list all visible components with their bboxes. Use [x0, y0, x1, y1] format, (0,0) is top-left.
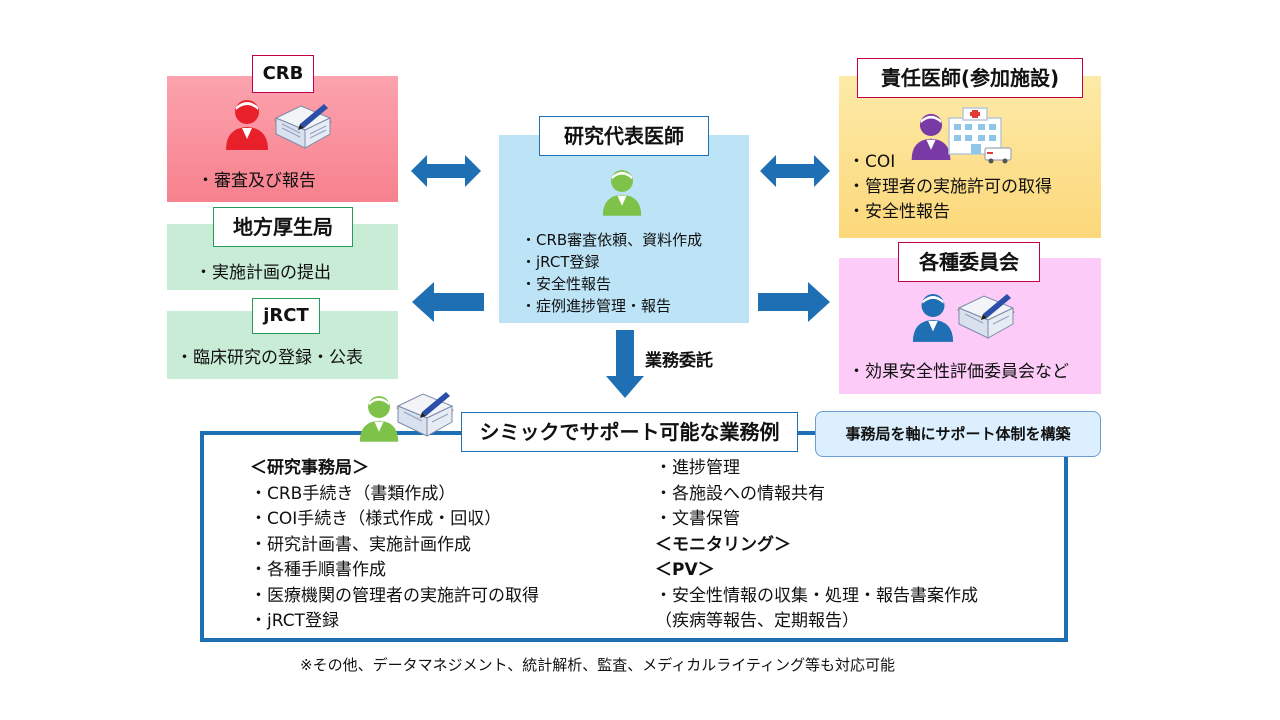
kosei-title: 地方厚生局: [213, 207, 353, 247]
arrow-right-icon: [758, 282, 830, 322]
site-item: ・COI: [848, 152, 896, 172]
green-person-icon: [358, 393, 400, 443]
kosei-list: ・実施計画の提出: [195, 258, 331, 283]
support-right-list: ・進捗管理・各施設への情報共有・文書保管 ＜モニタリング＞ ＜PV＞ ・安全性情報の収…: [655, 456, 978, 635]
crb-item: ・審査及び報告: [197, 171, 316, 191]
site-list: ・COI ・管理者の実施許可の取得 ・安全性報告: [848, 150, 1052, 225]
pi-item: ・jRCT登録: [521, 253, 600, 271]
site-panel: [839, 76, 1101, 238]
red-person-icon: [224, 98, 270, 150]
pi-item: ・CRB審査依頼、資料作成: [521, 231, 703, 249]
delegation-label: 業務委託: [645, 351, 713, 371]
support-item: ・文書保管: [655, 509, 740, 529]
purple-person-icon: [909, 112, 953, 160]
support-item: ・医療機関の管理者の実施許可の取得: [250, 585, 539, 606]
support-item: ・COI手続き（様式作成・回収）: [250, 509, 502, 529]
support-section-heading: ＜モニタリング＞: [655, 534, 791, 555]
kosei-item: ・実施計画の提出: [195, 263, 331, 283]
blue-person-icon: [911, 292, 955, 342]
site-item: ・管理者の実施許可の取得: [848, 177, 1052, 197]
support-item: ・jRCT登録: [250, 611, 339, 631]
arrow-down-icon: [606, 330, 644, 398]
jrct-item: ・臨床研究の登録・公表: [176, 348, 363, 368]
pi-title: 研究代表医師: [539, 116, 709, 156]
jrct-title: jRCT: [252, 298, 320, 334]
support-section-heading: ＜PV＞: [655, 560, 715, 580]
support-section-heading: ＜研究事務局＞: [250, 458, 369, 478]
support-item: ・CRB手続き（書類作成）: [250, 483, 456, 504]
support-frame: [200, 431, 1068, 642]
crb-list: ・審査及び報告: [197, 166, 316, 191]
support-item: ・進捗管理: [655, 458, 740, 478]
support-badge: 事務局を軸にサポート体制を構築: [815, 411, 1101, 457]
support-item: ・安全性情報の収集・処理・報告書案作成: [655, 585, 978, 606]
notebook-pen-icon: [953, 290, 1019, 346]
committee-list: ・効果安全性評価委員会など: [848, 357, 1069, 382]
arrow-left-icon: [412, 282, 484, 322]
pi-panel: [499, 135, 749, 323]
pi-item: ・安全性報告: [521, 275, 612, 293]
support-item: ・各種手順書作成: [250, 560, 386, 580]
crb-panel: [167, 76, 398, 202]
committee-title: 各種委員会: [898, 242, 1040, 282]
pi-item: ・症例進捗管理・報告: [521, 297, 672, 315]
jrct-list: ・臨床研究の登録・公表: [176, 343, 363, 368]
double-arrow-icon: [760, 153, 830, 189]
hospital-icon: [947, 104, 1015, 164]
double-arrow-icon: [411, 153, 481, 189]
support-item: ・各施設への情報共有: [655, 483, 825, 504]
crb-title: CRB: [252, 55, 314, 93]
green-person-icon: [601, 167, 643, 217]
support-left-list: ＜研究事務局＞ ・CRB手続き（書類作成） ・COI手続き（様式作成・回収） ・研究計…: [250, 456, 539, 635]
support-item: ・研究計画書、実施計画作成: [250, 534, 471, 555]
pi-list: ・CRB審査依頼、資料作成 ・jRCT登録 ・安全性報告 ・症例進捗管理・報告: [521, 229, 702, 317]
committee-item: ・効果安全性評価委員会など: [848, 362, 1069, 382]
support-title: シミックでサポート可能な業務例: [461, 412, 798, 452]
site-title: 責任医師(参加施設): [857, 58, 1083, 98]
notebook-pen-icon: [270, 100, 336, 156]
site-item: ・安全性報告: [848, 202, 950, 222]
footnote: ※その他、データマネジメント、統計解析、監査、メディカルライティング等も対応可能: [300, 656, 896, 674]
notebook-pen-icon: [392, 388, 458, 444]
support-item: （疾病等報告、定期報告）: [655, 611, 859, 631]
